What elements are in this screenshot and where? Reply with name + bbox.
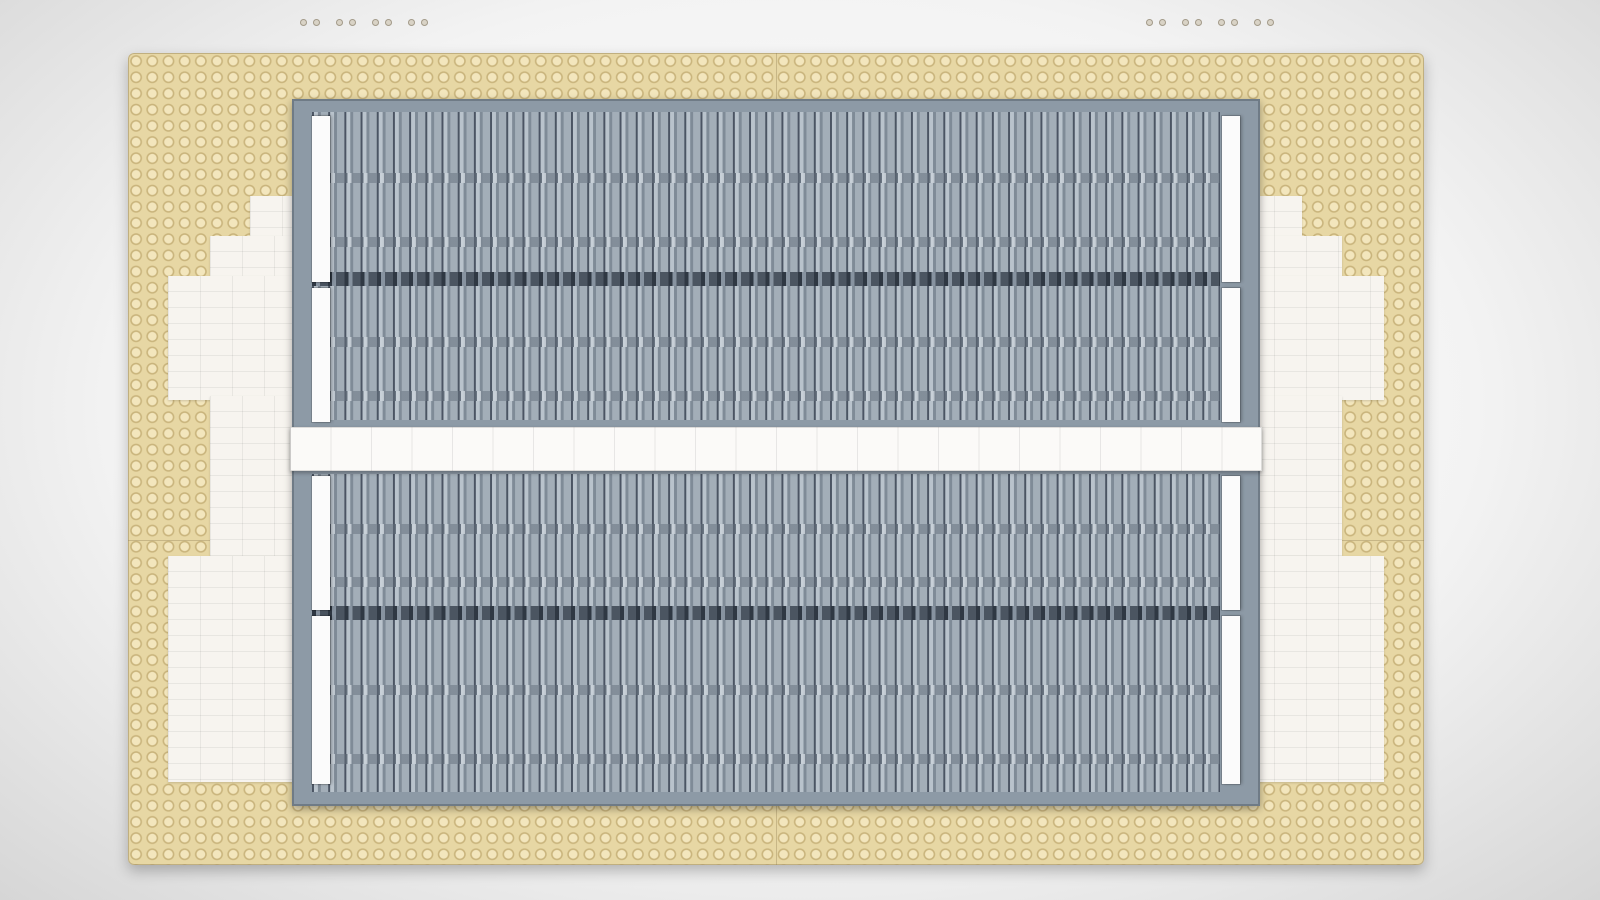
- stud: [408, 18, 415, 26]
- grate-rail-2: [312, 606, 1220, 620]
- stud: [336, 18, 343, 26]
- bridge-studs-left: [300, 0, 428, 44]
- stud: [421, 18, 428, 26]
- stud: [1254, 18, 1261, 26]
- bridge-studs-right: [1146, 0, 1274, 44]
- stud: [349, 18, 356, 26]
- stud: [300, 18, 307, 26]
- central-bridge: [290, 427, 1262, 471]
- left-post-bottom: [312, 616, 330, 784]
- left-terrace-lower: [168, 556, 310, 782]
- grate-bay-1: [312, 112, 1220, 272]
- stud: [1182, 18, 1189, 26]
- stud: [1146, 18, 1153, 26]
- left-post-lower: [312, 476, 330, 610]
- stud: [1267, 18, 1274, 26]
- stud: [372, 18, 379, 26]
- left-post-upper: [312, 288, 330, 422]
- stud: [1231, 18, 1238, 26]
- stud: [1195, 18, 1202, 26]
- right-terrace-lower: [1242, 556, 1384, 782]
- left-post-top: [312, 116, 330, 282]
- stud: [1218, 18, 1225, 26]
- grate-bay-3: [312, 474, 1220, 606]
- right-post-lower: [1222, 476, 1240, 610]
- stud: [313, 18, 320, 26]
- right-post-bottom: [1222, 616, 1240, 784]
- stud: [385, 18, 392, 26]
- right-post-top: [1222, 116, 1240, 282]
- right-post-upper: [1222, 288, 1240, 422]
- left-terrace-wide-upper: [168, 276, 310, 400]
- grate-bay-4: [312, 620, 1220, 792]
- grate-bay-2: [312, 286, 1220, 420]
- stud: [1159, 18, 1166, 26]
- right-terrace-wide-upper: [1242, 276, 1384, 400]
- image-description: Top-down render of a brick model: tan ba…: [0, 0, 1, 1]
- grate-rail-1: [312, 272, 1220, 286]
